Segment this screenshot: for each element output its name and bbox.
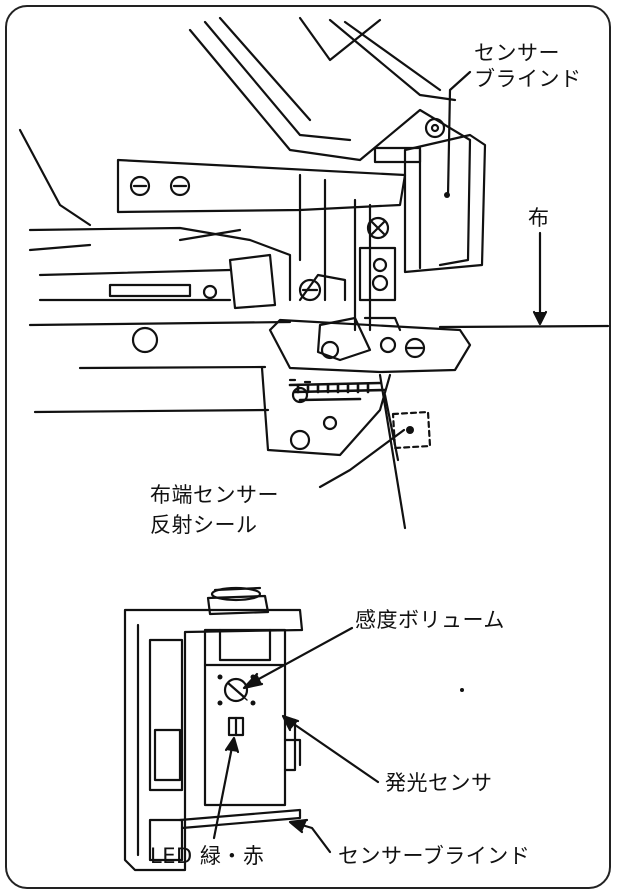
leader-sensor-blind-bottom [288, 818, 332, 854]
presser-foot [268, 273, 472, 374]
label-edge-sensor-line1: 布端センサー [150, 483, 279, 507]
mounting-bracket [116, 158, 407, 302]
label-sensor-blind-bottom: センサーブラインド [338, 844, 531, 868]
led-window [227, 716, 245, 737]
sensor-unit-bracket [123, 608, 304, 872]
leader-sensor-blind-top [446, 70, 472, 197]
feed-dog-teeth [288, 381, 387, 402]
cloth-lines [28, 320, 610, 530]
throat-plate [260, 366, 392, 457]
sensor-unit-body [178, 628, 302, 830]
label-sensor-blind-top-line1: センサー [474, 41, 560, 65]
needle-bar-rod [353, 198, 397, 332]
sensitivity-knob [223, 677, 249, 703]
sensor-blind-top [373, 117, 487, 274]
label-led: LED 緑・赤 [150, 844, 265, 868]
left-arm-outline [18, 128, 92, 227]
label-sensor-blind-top: センサー ブラインド [474, 40, 582, 92]
label-edge-sensor: 布端センサー 反射シール [150, 480, 279, 540]
leader-edge-sensor [318, 428, 406, 489]
label-sensor-blind-top-line2: ブラインド [474, 67, 582, 91]
leader-led [212, 736, 240, 840]
feed-arm-left [28, 226, 292, 354]
label-cloth: 布 [528, 206, 550, 230]
sensor-unit-top-screws [206, 586, 270, 616]
reflective-seal-dot [406, 426, 414, 434]
label-sensitivity-volume: 感度ボリューム [355, 608, 505, 632]
diagram-frame [5, 5, 611, 889]
dot-markers [217, 192, 464, 706]
machine-arm-housing [188, 16, 472, 267]
cloth-dimension-arrow [532, 231, 548, 326]
leader-sensitivity [242, 626, 354, 690]
label-light-emitting-sensor: 発光センサ [385, 771, 493, 795]
reflective-seal-dashed-box [391, 410, 432, 450]
leader-light-sensor [281, 714, 380, 784]
label-edge-sensor-line2: 反射シール [150, 513, 258, 537]
